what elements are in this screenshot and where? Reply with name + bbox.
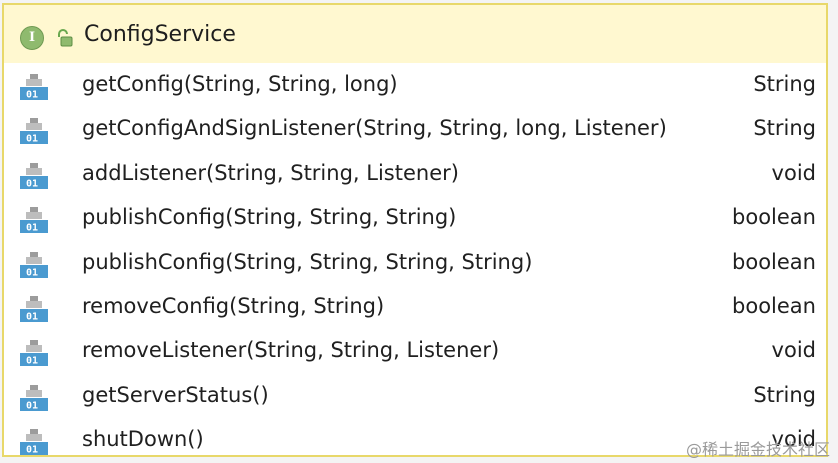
method-row: 01 getConfig(String, String, long) Strin… (4, 63, 826, 107)
svg-text:01: 01 (26, 400, 38, 411)
method-row: 01 addListener(String, String, Listener)… (4, 152, 826, 196)
public-lock-icon (58, 29, 73, 47)
abstract-method-icon: 01 (20, 118, 48, 145)
method-return-type: boolean (732, 205, 816, 230)
method-signature: shutDown() (82, 427, 204, 452)
method-signature: publishConfig(String, String, String) (82, 205, 457, 230)
svg-text:01: 01 (26, 90, 38, 101)
svg-text:01: 01 (26, 223, 38, 234)
method-signature: addListener(String, String, Listener) (82, 160, 459, 185)
svg-text:01: 01 (26, 178, 38, 189)
method-signature: getConfig(String, String, long) (82, 72, 398, 96)
method-return-type: boolean (732, 249, 816, 274)
method-signature: publishConfig(String, String, String, St… (82, 249, 533, 274)
method-list: 01 getConfig(String, String, long) Strin… (4, 63, 826, 456)
abstract-method-icon: 01 (20, 207, 48, 234)
abstract-method-icon: 01 (20, 384, 48, 411)
method-return-type: void (771, 160, 816, 185)
svg-text:01: 01 (26, 356, 38, 367)
method-signature: removeListener(String, String, Listener) (82, 338, 500, 363)
method-return-type: String (753, 382, 816, 407)
class-name: ConfigService (84, 22, 236, 47)
class-header: I ConfigService (4, 5, 826, 63)
svg-text:01: 01 (26, 267, 38, 278)
method-row: 01 removeConfig(String, String) boolean (4, 285, 826, 329)
method-return-type: void (771, 427, 816, 452)
uml-class-box: I ConfigService 01 getConfig(String, Str… (2, 3, 828, 457)
svg-text:01: 01 (26, 134, 38, 145)
method-row: 01 publishConfig(String, String, String,… (4, 241, 826, 285)
method-row: 01 publishConfig(String, String, String)… (4, 196, 826, 240)
method-return-type: boolean (732, 293, 816, 318)
method-signature: getServerStatus() (82, 382, 269, 407)
abstract-method-icon: 01 (20, 251, 48, 278)
method-signature: getConfigAndSignListener(String, String,… (82, 116, 667, 141)
method-row: 01 getConfigAndSignListener(String, Stri… (4, 107, 826, 151)
method-return-type: String (753, 72, 816, 96)
abstract-method-icon: 01 (20, 162, 48, 189)
abstract-method-icon: 01 (20, 340, 48, 367)
method-return-type: String (753, 116, 816, 141)
method-signature: removeConfig(String, String) (82, 293, 385, 318)
svg-text:01: 01 (26, 311, 38, 322)
svg-text:01: 01 (26, 445, 38, 456)
abstract-method-icon: 01 (20, 295, 48, 322)
watermark-text: @稀土掘金技术社区 (685, 440, 830, 459)
method-row: 01 getServerStatus() String (4, 374, 826, 418)
interface-icon: I (20, 26, 44, 50)
method-return-type: void (771, 338, 816, 363)
abstract-method-icon: 01 (20, 74, 48, 101)
method-row: 01 removeListener(String, String, Listen… (4, 329, 826, 373)
method-row: 01 shutDown() void (4, 418, 826, 456)
abstract-method-icon: 01 (20, 429, 48, 456)
